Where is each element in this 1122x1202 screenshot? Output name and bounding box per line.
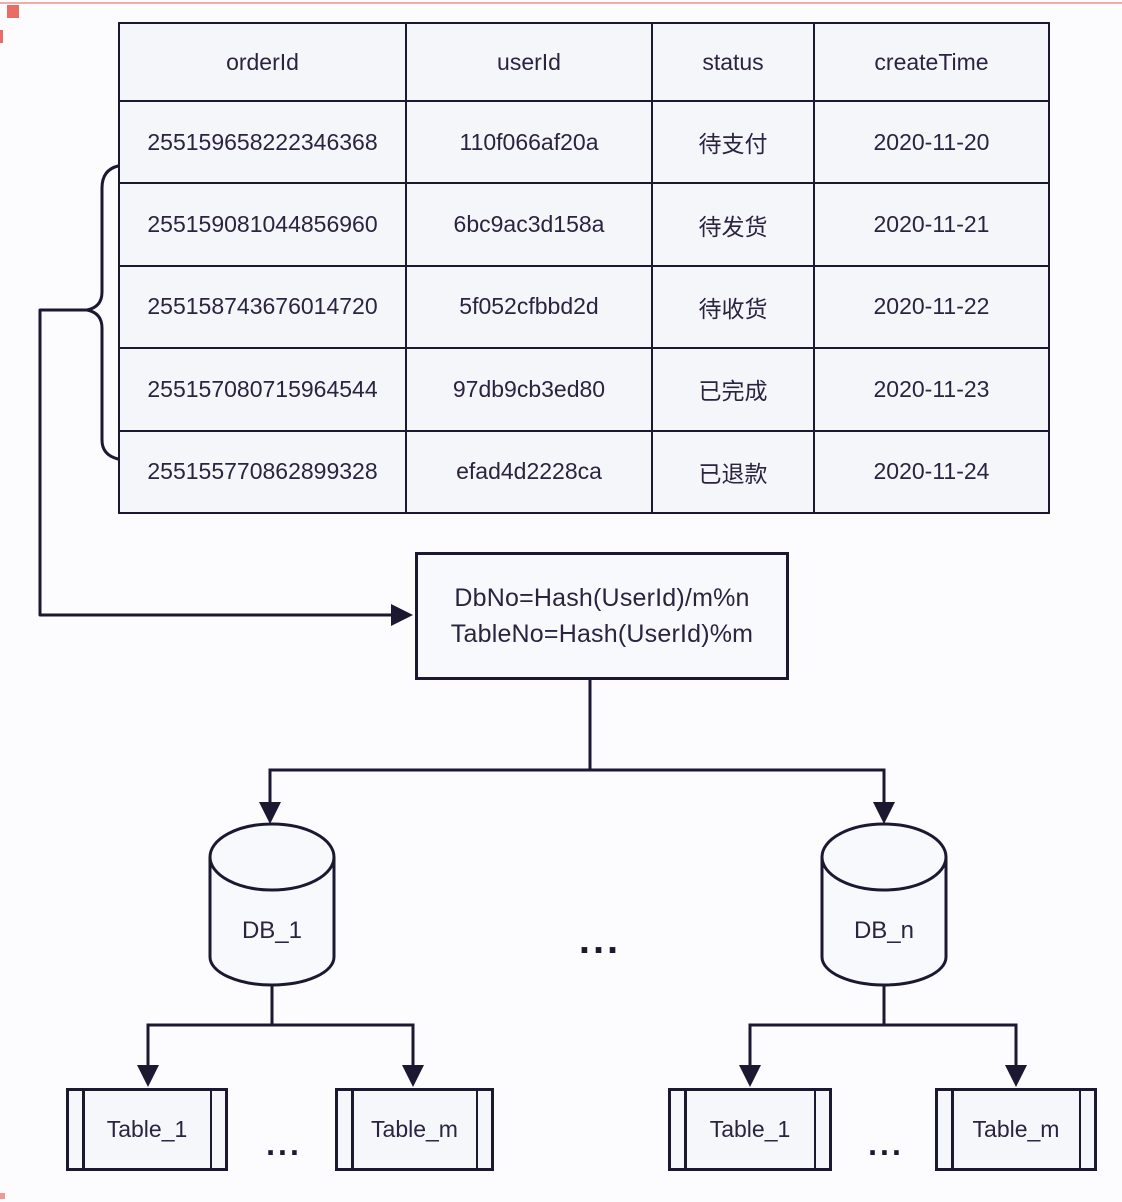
process-bar (209, 1091, 212, 1168)
cell-createtime: 2020-11-20 (813, 99, 1050, 185)
arrowhead-db-left (259, 802, 281, 824)
process-bar (82, 1091, 85, 1168)
table-node-label: Table_m (371, 1116, 458, 1142)
arrowhead-rtablem (1005, 1065, 1027, 1087)
cell-status: 已完成 (651, 347, 815, 432)
table-node-right-m: Table_m (935, 1088, 1097, 1171)
table-row: 255157080715964544 97db9cb3ed80 已完成 2020… (118, 347, 1050, 432)
arrowhead-db-right (873, 802, 895, 824)
formula-line-table: TableNo=Hash(UserId)%m (450, 620, 754, 648)
table-node-label: Table_1 (709, 1116, 791, 1142)
orders-table: orderId userId status createTime 2551596… (118, 22, 1050, 515)
red-border-artifact-corner (7, 5, 19, 18)
table-node-right-1: Table_1 (668, 1088, 832, 1171)
table-node-label: Table_m (972, 1116, 1060, 1142)
db-label-left: DB_1 (241, 917, 303, 944)
cell-userid: 5f052cfbbd2d (405, 264, 653, 350)
cell-userid: 6bc9ac3d158a (405, 182, 653, 267)
column-header-orderid: orderId (118, 22, 407, 102)
cell-orderid: 255157080715964544 (118, 347, 407, 432)
arrowhead-formula (391, 604, 413, 626)
ellipsis-right-tables: ... (868, 1126, 904, 1162)
cell-status: 待支付 (651, 99, 815, 185)
cell-orderid: 255159081044856960 (118, 182, 407, 267)
arrowhead-ltable1 (137, 1065, 159, 1087)
database-cylinder-right (820, 857, 948, 987)
column-header-status: status (651, 22, 815, 102)
table-node-left-1: Table_1 (66, 1088, 228, 1171)
column-header-createtime: createTime (813, 22, 1050, 102)
process-bar (951, 1091, 954, 1168)
cell-userid: 97db9cb3ed80 (405, 347, 653, 432)
cell-createtime: 2020-11-23 (813, 347, 1050, 432)
database-cylinder-right-top (820, 822, 948, 892)
table-row: 255155770862899328 efad4d2228ca 已退款 2020… (118, 429, 1050, 515)
table-row: 255159658222346368 110f066af20a 待支付 2020… (118, 99, 1050, 185)
cell-userid: efad4d2228ca (405, 429, 653, 515)
formula-box: DbNo=Hash(UserId)/m%n TableNo=Hash(UserI… (415, 552, 789, 680)
arrowhead-rtable1 (739, 1065, 761, 1087)
ellipsis-left-tables: ... (266, 1126, 302, 1162)
database-cylinder-left-top (208, 822, 336, 892)
process-bar (813, 1091, 816, 1168)
ellipsis-databases: ... (578, 918, 622, 962)
arrowhead-ltablem (402, 1065, 424, 1087)
curly-brace (85, 164, 120, 461)
cell-createtime: 2020-11-24 (813, 429, 1050, 515)
table-row: 255159081044856960 6bc9ac3d158a 待发货 2020… (118, 182, 1050, 267)
red-border-artifact-left (0, 30, 3, 43)
column-header-userid: userId (405, 22, 653, 102)
orders-table-header-row: orderId userId status createTime (118, 22, 1050, 102)
cell-status: 待收货 (651, 264, 815, 350)
process-bar (1078, 1091, 1081, 1168)
table-row: 255158743676014720 5f052cfbbd2d 待收货 2020… (118, 264, 1050, 350)
cell-orderid: 255158743676014720 (118, 264, 407, 350)
db-label-right: DB_n (853, 917, 915, 944)
table-node-left-m: Table_m (335, 1088, 494, 1171)
red-border-artifact-bottom (0, 1193, 5, 1199)
cell-status: 已退款 (651, 429, 815, 515)
process-bar (475, 1091, 478, 1168)
cell-orderid: 255159658222346368 (118, 99, 407, 185)
cell-createtime: 2020-11-21 (813, 182, 1050, 267)
process-bar (351, 1091, 354, 1168)
arrow-line-to-formula (38, 308, 394, 617)
cell-createtime: 2020-11-22 (813, 264, 1050, 350)
cell-orderid: 255155770862899328 (118, 429, 407, 515)
cell-userid: 110f066af20a (405, 99, 653, 185)
database-cylinder-left (208, 857, 336, 987)
red-border-artifact-top (0, 2, 1122, 4)
process-bar (684, 1091, 687, 1168)
cell-status: 待发货 (651, 182, 815, 267)
table-node-label: Table_1 (106, 1116, 188, 1142)
formula-line-db: DbNo=Hash(UserId)/m%n (454, 583, 750, 612)
